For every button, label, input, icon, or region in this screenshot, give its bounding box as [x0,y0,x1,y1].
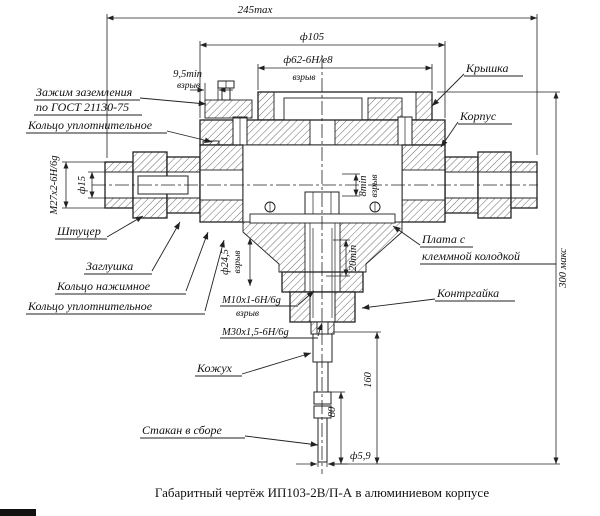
dim-overall-width: 245max [238,4,273,16]
label-plug: Заглушка [86,259,133,273]
tube-assembly-part [310,321,335,463]
dim-clamp-min-note: взрыв [177,81,200,91]
ground-clamp-part [204,80,253,119]
dim-gap-min-note: взрыв [370,174,380,197]
label-oring-top: Кольцо уплотнительное [27,118,153,132]
dim-boss-dia: ф62-6Н/е8 [283,54,333,66]
label-board-line1: Плата с [421,232,466,246]
dim-tube-len: 160 [363,371,374,388]
cropped-artifact [0,509,36,516]
label-casing: Кожух [196,361,233,375]
centerlines [92,55,538,474]
label-cup-assembly: Стакан в сборе [142,423,223,437]
dimension-texts: 245max ф105 ф62-6Н/е8 взрыв 9,5min взрыв… [49,4,569,462]
dim-inner-thread: М10х1-6Н/6g [221,295,281,306]
dimension-lines [62,14,560,467]
label-ground-clamp-line2: по ГОСТ 21130-75 [36,100,129,114]
label-pressure-ring: Кольцо нажимное [56,279,151,293]
dim-cable-dia-note: взрыв [233,250,243,273]
dim-overall-height: 300 макс [558,248,569,289]
dim-cable-dia: ф24,5 [220,249,231,275]
dim-inner-thread-note: взрыв [236,309,259,319]
dim-boss-dia-note: взрыв [292,73,315,83]
label-oring-bottom: Кольцо уплотнительное [27,299,153,313]
dim-tip-len: 80 [327,406,338,417]
label-housing: Корпус [459,109,497,123]
cup-part [317,417,328,463]
label-locknut: Контргайка [436,286,499,300]
dim-clamp-min: 9,5min [173,69,202,80]
dim-depth-min: 20min [348,245,359,271]
dim-flange-dia: ф105 [300,31,325,43]
drawing-caption: Габаритный чертёж ИП103-2В/П-А в алюмини… [155,485,489,500]
dim-gap-min: 8min [358,176,369,197]
cover-part [199,91,446,151]
dim-entry-thread: М27х2-6Н/6g [49,156,60,216]
label-board-line2: клеммной колодкой [422,249,520,263]
label-leaders [26,73,556,447]
label-ground-clamp-line1: Зажим заземления [36,85,133,99]
part-labels: Зажим заземления по ГОСТ 21130-75 Кольцо… [27,61,520,437]
dim-tip-dia: ф5,9 [350,451,371,462]
label-fitting: Штуцер [56,224,101,238]
dim-mount-thread: М30х1,5-6Н/6g [221,327,289,338]
dim-bore-dia: ф15 [77,176,88,194]
label-cover: Крышка [465,61,508,75]
